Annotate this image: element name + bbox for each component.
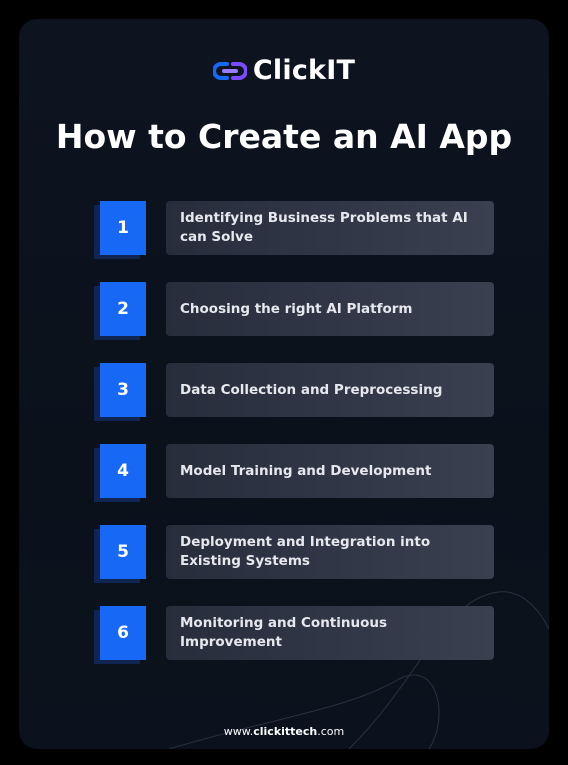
step-label-box: Choosing the right AI Platform <box>166 282 494 336</box>
step-label-box: Deployment and Integration into Existing… <box>166 525 494 579</box>
website-link[interactable]: www.clickittech.com <box>19 725 549 738</box>
step-number: 4 <box>100 444 146 498</box>
step-label-box: Data Collection and Preprocessing <box>166 363 494 417</box>
step-number: 5 <box>100 525 146 579</box>
page-title: How to Create an AI App <box>55 117 513 156</box>
step-number: 3 <box>100 363 146 417</box>
footer-url-domain: clickittech <box>253 725 318 738</box>
step-item: 1 Identifying Business Problems that AI … <box>19 201 549 259</box>
footer-url-prefix: www. <box>223 725 254 738</box>
step-number: 1 <box>100 201 146 255</box>
step-number: 2 <box>100 282 146 336</box>
infographic-card: ClickIT How to Create an AI App 1 Identi… <box>19 19 549 749</box>
footer-url-suffix: .com <box>317 725 345 738</box>
step-label: Choosing the right AI Platform <box>180 300 413 317</box>
step-label: Data Collection and Preprocessing <box>180 381 443 398</box>
step-label-box: Identifying Business Problems that AI ca… <box>166 201 494 255</box>
brand-name: ClickIT <box>252 55 356 86</box>
step-label-box: Monitoring and Continuous Improvement <box>166 606 494 660</box>
step-item: 3 Data Collection and Preprocessing <box>19 363 549 421</box>
clickit-logo-icon <box>212 60 247 82</box>
step-item: 6 Monitoring and Continuous Improvement <box>19 606 549 664</box>
step-item: 5 Deployment and Integration into Existi… <box>19 525 549 583</box>
step-label: Identifying Business Problems that AI ca… <box>180 210 468 245</box>
step-item: 2 Choosing the right AI Platform <box>19 282 549 340</box>
step-label-box: Model Training and Development <box>166 444 494 498</box>
step-item: 4 Model Training and Development <box>19 444 549 502</box>
step-number: 6 <box>100 606 146 660</box>
step-label: Deployment and Integration into Existing… <box>180 534 431 569</box>
step-label: Monitoring and Continuous Improvement <box>180 615 388 650</box>
brand-logo: ClickIT <box>19 55 549 86</box>
step-label: Model Training and Development <box>180 462 432 479</box>
